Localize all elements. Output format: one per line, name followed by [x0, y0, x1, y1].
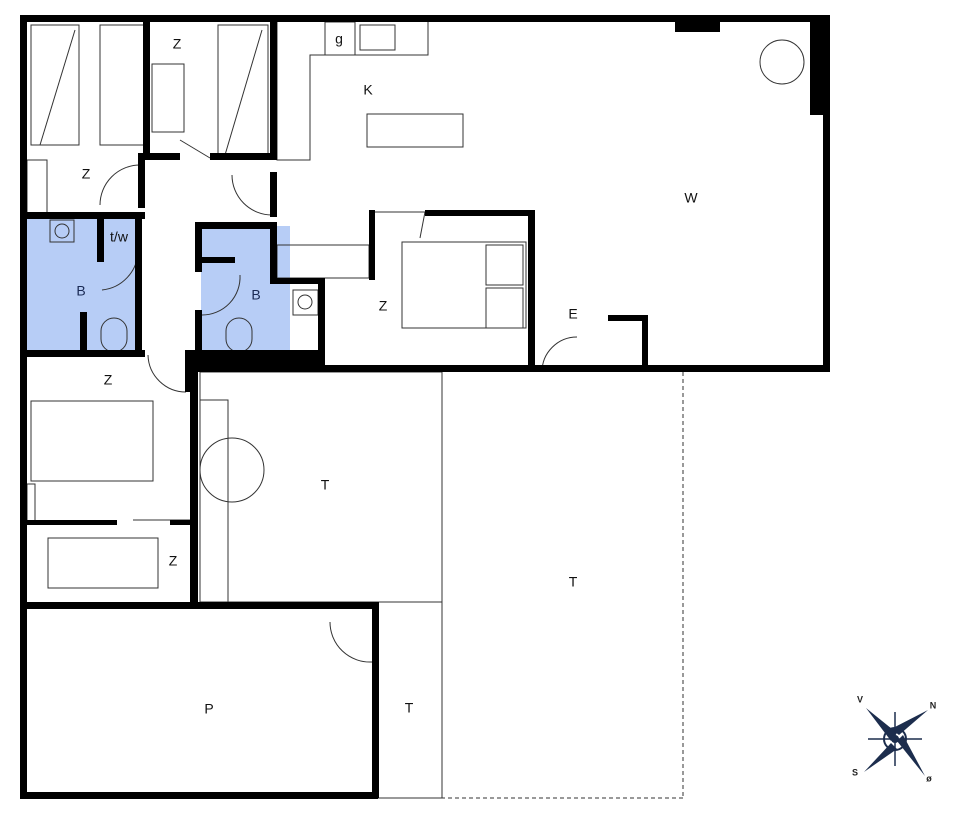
- room-label-bedroom-4: Z: [104, 372, 113, 388]
- room-label-parking: P: [204, 701, 213, 717]
- room-label-terrace-2: T: [569, 574, 578, 590]
- room-label-toilet-washer: t/w: [110, 229, 129, 245]
- room-label-bedroom-1: Z: [82, 166, 91, 182]
- room-label-entrance: E: [568, 306, 577, 322]
- compass-north-label: N: [930, 700, 937, 710]
- room-label-kitchen-g: g: [335, 31, 343, 47]
- room-label-bathroom-2: B: [251, 287, 260, 303]
- compass-rose-icon: V N S ø: [852, 694, 936, 783]
- room-label-kitchen: K: [363, 82, 373, 98]
- compass-west-label: V: [857, 694, 863, 704]
- thin-lines: [26, 21, 805, 799]
- room-label-terrace-1: T: [321, 477, 330, 493]
- room-label-bedroom-2: Z: [173, 36, 182, 52]
- compass-east-label: ø: [926, 773, 932, 783]
- room-label-living: W: [684, 190, 698, 206]
- room-label-terrace-3: T: [405, 700, 414, 716]
- room-label-bedroom-3: Z: [379, 298, 388, 314]
- room-label-bedroom-5: Z: [169, 553, 178, 569]
- walls: [20, 15, 830, 799]
- room-label-bathroom-1: B: [76, 283, 85, 299]
- compass-south-label: S: [852, 767, 858, 777]
